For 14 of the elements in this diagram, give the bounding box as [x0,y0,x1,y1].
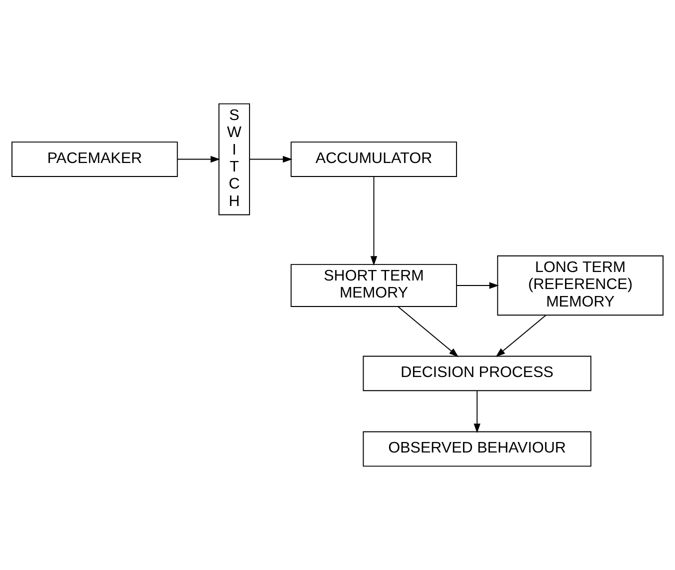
arrow [474,390,480,434]
arrow [456,282,499,289]
arrow [496,314,546,357]
node-box: PACEMAKER [11,142,178,177]
arrow [370,176,378,266]
node-box: OBSERVED BEHAVIOUR [362,431,592,467]
node-box: ACCUMULATOR [290,142,457,177]
node-box: SHORT TERM MEMORY [290,264,457,307]
node-box: SWITCH [218,103,250,216]
node-box: LONG TERM (REFERENCE) MEMORY [497,255,664,316]
node-box: DECISION PROCESS [362,356,592,392]
arrow [398,306,459,358]
arrow [177,156,220,163]
arrow [249,156,292,163]
